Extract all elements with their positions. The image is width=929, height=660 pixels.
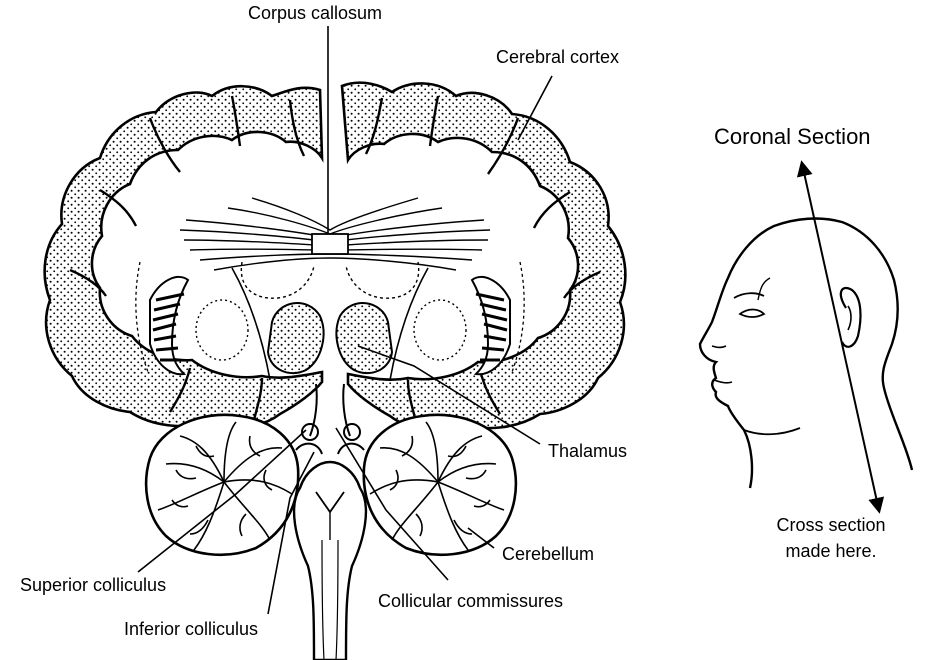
eye [738,308,766,318]
left-sulcus-7 [252,377,264,421]
brow [733,292,765,299]
cerebellum-right [362,413,518,557]
right-putamen [470,275,511,376]
label-inferior-colliculus: Inferior colliculus [124,619,259,639]
right-cortex [340,81,627,431]
inset-title: Coronal Section [714,124,871,149]
deep-structures [135,261,525,381]
right-sulcus-1 [487,117,520,175]
left-thalamus [266,302,325,375]
left-sulcus-1 [148,117,181,173]
head-profile [698,217,914,489]
cortex-leader [517,75,553,141]
jaw [743,427,801,436]
left-sulcus-5 [288,99,306,157]
label-cerebellum: Cerebellum [502,544,595,564]
right-hemisphere [340,81,627,431]
thalamus-leader [357,345,541,445]
label-corpus-callosum: Corpus callosum [248,3,383,23]
collicular-commissures-leader [335,427,449,581]
left-sulcus-2 [99,188,138,227]
mouth [713,379,733,384]
corpus-callosum-bar [311,233,349,255]
left-putamen [149,275,190,376]
brainstem-body [292,460,368,660]
section-arrow [796,160,885,514]
left-cortex [43,84,324,429]
cerebellum-leader [467,527,495,549]
left-sulcus-4 [230,95,242,147]
brainstem [292,383,368,660]
head-outline [698,217,914,489]
leader-lines [137,75,553,615]
label-superior-colliculus: Superior colliculus [20,575,167,595]
cerebellum-left [144,413,300,557]
inferior-colliculus-leader [267,451,315,615]
label-cerebral-cortex: Cerebral cortex [496,47,620,67]
left-sulcus-3 [69,268,107,297]
right-sulcus-4 [428,95,440,147]
right-thalamus [335,302,394,375]
label-thalamus: Thalamus [548,441,628,461]
superior-colliculus-leader [137,429,307,573]
nostril [711,345,727,349]
inset-caption-line2: made here. [785,541,877,561]
right-sulcus-2 [532,190,571,229]
right-sulcus-5 [364,97,384,155]
inset-caption-line1: Cross section [776,515,886,535]
left-sulcus-6 [168,367,192,413]
label-collicular-commissures: Collicular commissures [378,591,564,611]
left-hemisphere [43,84,324,429]
right-sulcus-3 [563,270,601,299]
